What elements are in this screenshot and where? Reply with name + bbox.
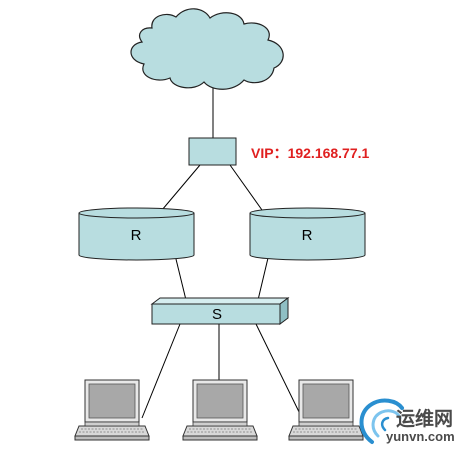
vip-label: VIP：192.168.77.1 bbox=[251, 145, 370, 161]
link-vip-router-left bbox=[161, 164, 201, 211]
router-right-label: R bbox=[302, 227, 313, 244]
link-switch-client-left bbox=[141, 323, 181, 419]
link-switch-client-right bbox=[255, 323, 303, 419]
watermark-text-en: yunvn.com bbox=[386, 429, 455, 444]
connection-lines bbox=[141, 86, 303, 419]
link-router-right-switch bbox=[257, 257, 269, 301]
switch-label: S bbox=[212, 306, 222, 323]
laptop-icon bbox=[288, 379, 364, 441]
watermark-swirl-icon bbox=[359, 398, 404, 444]
router-left-label: R bbox=[131, 227, 142, 244]
switch-device bbox=[150, 297, 290, 325]
cloud-icon bbox=[130, 8, 284, 90]
link-vip-router-right bbox=[229, 164, 263, 211]
router-right bbox=[249, 207, 366, 261]
watermark-text-cn: 运维网 bbox=[396, 407, 453, 430]
router-left bbox=[78, 207, 195, 261]
link-router-left-switch bbox=[174, 254, 187, 301]
laptop-icon bbox=[182, 379, 258, 441]
vip-device bbox=[188, 137, 237, 166]
watermark-logo: 运维网 yunvn.com bbox=[359, 398, 455, 444]
laptop-icon bbox=[74, 379, 150, 441]
